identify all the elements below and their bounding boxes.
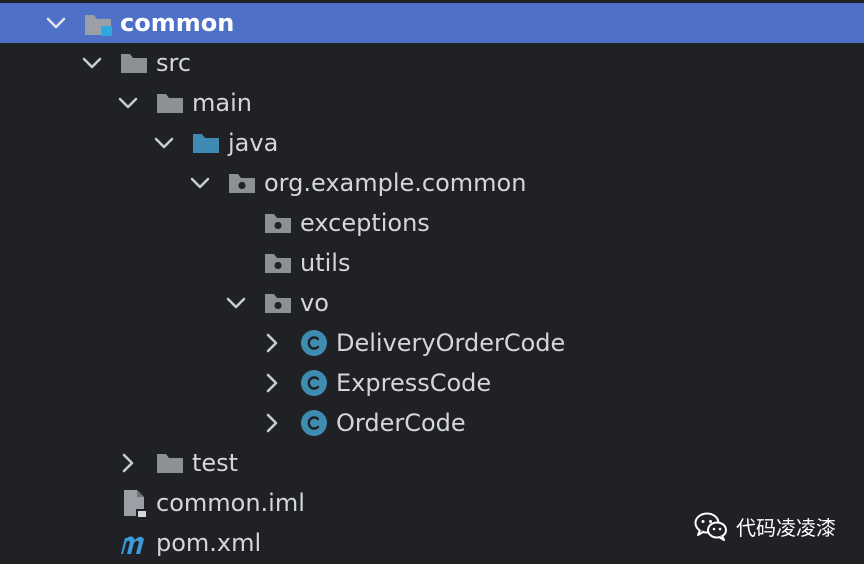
folder-icon xyxy=(156,451,183,475)
tree-label-express-code: ExpressCode xyxy=(336,369,492,397)
tree-label-test: test xyxy=(192,449,239,477)
tree-row-exceptions[interactable]: exceptions xyxy=(0,203,864,243)
tree-label-common: common xyxy=(120,9,235,37)
tree-label-vo: vo xyxy=(300,289,329,317)
tree-row-delivery-order-code[interactable]: DeliveryOrderCode xyxy=(0,323,864,363)
tree-row-test[interactable]: test xyxy=(0,443,864,483)
tree-row-java[interactable]: java xyxy=(0,123,864,163)
tree-label-java: java xyxy=(228,129,279,157)
tree-row-src[interactable]: src xyxy=(0,43,864,83)
tree-row-express-code[interactable]: ExpressCode xyxy=(0,363,864,403)
chevron-down-icon[interactable] xyxy=(44,11,68,35)
package-icon xyxy=(228,171,255,195)
chevron-down-icon[interactable] xyxy=(80,51,104,75)
tree-label-exceptions: exceptions xyxy=(300,209,430,237)
module-folder-icon xyxy=(84,11,112,36)
chevron-right-icon[interactable] xyxy=(260,411,284,435)
source-folder-icon xyxy=(192,131,219,155)
tree-label-common-iml: common.iml xyxy=(156,489,305,517)
tree-label-main: main xyxy=(192,89,252,117)
class-icon xyxy=(300,409,327,436)
tree-row-pom-xml[interactable]: pom.xml xyxy=(0,523,864,563)
wechat-icon xyxy=(694,511,728,541)
folder-icon xyxy=(120,51,147,75)
tree-label-delivery-order-code: DeliveryOrderCode xyxy=(336,329,566,357)
chevron-right-icon[interactable] xyxy=(260,331,284,355)
watermark-text: 代码凌凌漆 xyxy=(736,515,836,540)
tree-label-src: src xyxy=(156,49,192,77)
chevron-right-icon[interactable] xyxy=(116,451,140,475)
tree-row-main[interactable]: main xyxy=(0,83,864,123)
tree-row-package[interactable]: org.example.common xyxy=(0,163,864,203)
module-file-icon xyxy=(122,489,148,517)
tree-label-pom-xml: pom.xml xyxy=(156,529,262,557)
tree-row-common-iml[interactable]: common.iml xyxy=(0,483,864,523)
chevron-right-icon[interactable] xyxy=(260,371,284,395)
class-icon xyxy=(300,369,327,396)
chevron-down-icon[interactable] xyxy=(116,91,140,115)
package-icon xyxy=(264,291,291,315)
watermark: 代码凌凌漆 xyxy=(694,509,836,543)
tree-row-vo[interactable]: vo xyxy=(0,283,864,323)
tree-row-utils[interactable]: utils xyxy=(0,243,864,283)
tree-row-common[interactable]: common xyxy=(0,3,864,43)
chevron-down-icon[interactable] xyxy=(188,171,212,195)
folder-icon xyxy=(156,91,183,115)
tree-row-order-code[interactable]: OrderCode xyxy=(0,403,864,443)
package-icon xyxy=(264,251,291,275)
class-icon xyxy=(300,329,327,356)
chevron-down-icon[interactable] xyxy=(224,291,248,315)
chevron-down-icon[interactable] xyxy=(152,131,176,155)
maven-icon xyxy=(118,530,152,554)
tree-label-order-code: OrderCode xyxy=(336,409,466,437)
package-icon xyxy=(264,211,291,235)
tree-label-utils: utils xyxy=(300,249,351,277)
tree-label-package: org.example.common xyxy=(264,169,527,197)
